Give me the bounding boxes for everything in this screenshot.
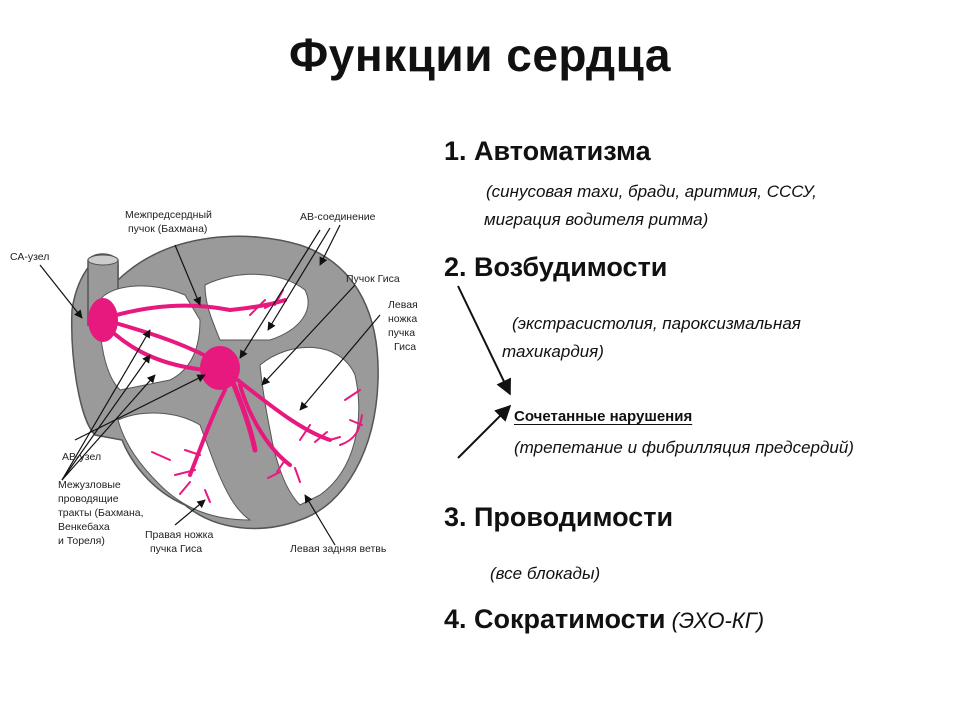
label-right-branch-1: Правая ножка: [145, 529, 213, 541]
label-left-branch-1: Левая: [388, 299, 418, 311]
label-interatrial-1: Межпредсердный: [125, 209, 212, 221]
sa-node: [88, 298, 118, 342]
label-left-posterior: Левая задняя ветвь: [290, 543, 387, 555]
label-sa-node: СА-узел: [10, 251, 49, 263]
label-av-junction: АВ-соединение: [300, 211, 376, 223]
label-right-branch-2: пучка Гиса: [150, 543, 202, 555]
combined-disorders-note: (трепетание и фибрилляция предсердий): [514, 438, 854, 457]
function-heading-excitability: 2. Возбудимости: [444, 252, 668, 282]
label-internodal-3: тракты (Бахмана,: [58, 507, 144, 519]
function-heading-automatism: 1. Автоматизма: [444, 136, 651, 166]
label-internodal-5: и Тореля): [58, 535, 105, 547]
function-note-conductivity: (все блокады): [490, 564, 601, 583]
label-internodal-1: Межузловые: [58, 479, 121, 491]
function-heading-conductivity: 3. Проводимости: [444, 502, 674, 532]
function-heading-contractility: 4. Сократимости (ЭХО-КГ): [444, 604, 764, 635]
heart-conduction-diagram: Межпредсердный пучок (Бахмана) АВ-соедин…: [10, 209, 418, 555]
function-note-contractility: (ЭХО-КГ): [665, 608, 765, 633]
label-av-node: АВ-узел: [62, 451, 101, 463]
label-left-branch-3: пучка: [388, 327, 415, 339]
av-node: [200, 346, 240, 390]
label-left-branch-4: Гиса: [394, 341, 416, 353]
label-internodal-2: проводящие: [58, 493, 119, 505]
function-note-excitability-line1: (экстрасистолия, пароксизмальная: [512, 314, 801, 333]
combined-disorders-label: Сочетанные нарушения: [514, 408, 693, 425]
label-interatrial-2: пучок (Бахмана): [128, 223, 207, 235]
function-heading-contractility-text: 4. Сократимости: [444, 604, 666, 634]
label-his-bundle: Пучок Гиса: [346, 273, 400, 285]
function-note-automatism-line2: миграция водителя ритма): [484, 210, 709, 229]
label-internodal-4: Венкебаха: [58, 521, 110, 533]
leader-arrows: [39, 224, 381, 546]
function-note-automatism-line1: (синусовая тахи, бради, аритмия, СССУ,: [486, 182, 817, 201]
right-ventricle-cavity: [117, 412, 252, 521]
slide-title: Функции сердца: [288, 29, 671, 81]
function-note-excitability-line2: тахикардия): [502, 342, 604, 361]
label-left-branch-2: ножка: [388, 313, 417, 325]
combined-disorders-arrows: [457, 285, 512, 459]
